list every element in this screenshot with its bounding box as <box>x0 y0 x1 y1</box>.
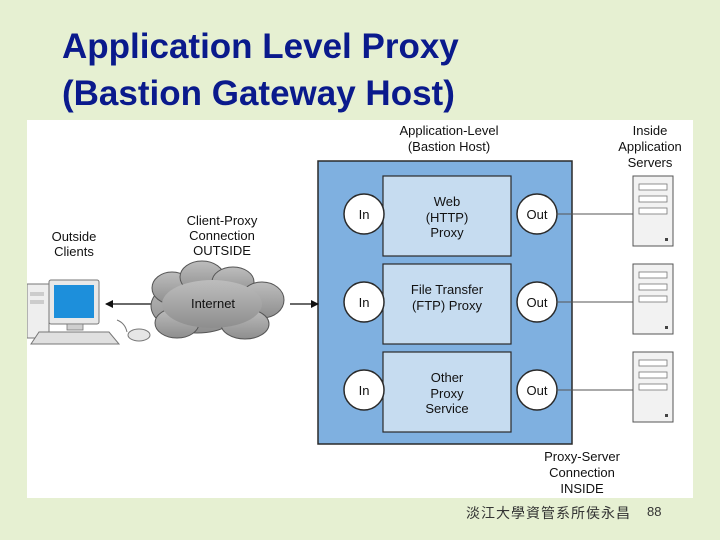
web-out-label: Out <box>526 207 548 222</box>
server-icon <box>632 351 674 423</box>
client-conn-label-line-1: Client-Proxy <box>186 213 258 228</box>
bastion-label-line-1: Application-Level <box>399 123 499 138</box>
ftp-proxy-box <box>382 263 512 345</box>
web-proxy-label-line-1: Web <box>433 194 461 209</box>
other-in-port <box>343 369 385 411</box>
client-conn-label-line-3: OUTSIDE <box>193 243 251 258</box>
servers-label-line-3: Servers <box>627 155 673 170</box>
server-conn-label-line-2: Connection <box>549 465 615 480</box>
web-proxy-label-line-3: Proxy <box>430 225 464 240</box>
ftp-out-label: Out <box>526 295 548 310</box>
other-out-label: Out <box>526 383 548 398</box>
server-conn-label-line-3: INSIDE <box>560 481 604 496</box>
internet-cloud-icon <box>150 260 285 340</box>
other-proxy-label-line-1: Other <box>430 370 464 385</box>
diagram-canvas <box>27 160 674 445</box>
web-in-label: In <box>358 207 370 222</box>
clients-label-line-2: Clients <box>54 244 94 259</box>
other-proxy-box <box>382 351 512 433</box>
other-in-label: In <box>358 383 370 398</box>
server-conn-label-line-1: Proxy-Server <box>544 449 620 464</box>
other-proxy-label-line-2: Proxy <box>430 385 464 401</box>
other-proxy-label-line-3: Service <box>425 401 469 416</box>
servers-label-line-2: Application <box>618 139 682 154</box>
ftp-proxy-label-line-2: (FTP) Proxy <box>411 298 483 313</box>
footer-author: 淡江大學資管系所侯永昌 <box>466 506 631 522</box>
web-proxy-label-line-2: (HTTP) <box>425 209 469 225</box>
client-computer-icon <box>27 279 151 345</box>
internet-label: Internet <box>190 296 236 311</box>
ftp-in-port <box>343 281 385 323</box>
servers-label-line-1: Inside <box>632 123 668 138</box>
server-icon <box>632 263 674 335</box>
page-number: 88 <box>647 504 662 519</box>
client-conn-label-line-2: Connection <box>189 228 255 243</box>
slide-title-line-2: (Bastion Gateway Host) <box>62 74 455 113</box>
server-icon <box>632 175 674 247</box>
web-in-port <box>343 193 385 235</box>
clients-label-line-1: Outside <box>51 229 97 244</box>
ftp-proxy-label-line-1: File Transfer <box>410 282 484 297</box>
bastion-label-line-2: (Bastion Host) <box>407 139 491 154</box>
web-proxy-box <box>382 175 512 257</box>
ftp-in-label: In <box>358 295 370 310</box>
slide-title-line-1: Application Level Proxy <box>62 27 459 66</box>
diagram-panel: Application-Level (Bastion Host) Inside … <box>27 120 693 498</box>
